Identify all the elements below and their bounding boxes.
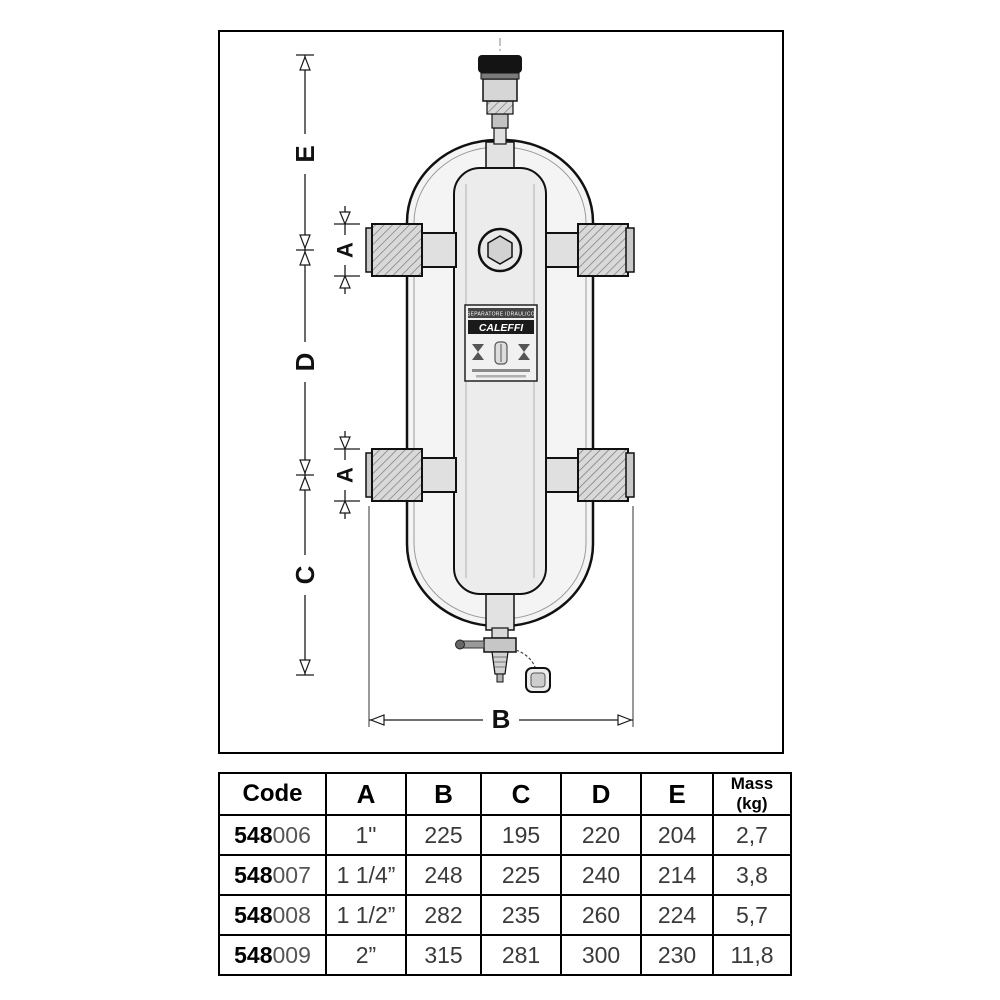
hex-plug <box>477 227 523 273</box>
code-suffix: 009 <box>272 941 311 968</box>
header-mass: Mass (kg) <box>712 772 792 816</box>
code-suffix: 008 <box>272 901 311 928</box>
code-prefix: 548 <box>234 901 273 928</box>
cell-e: 224 <box>640 894 714 936</box>
code-prefix: 548 <box>234 941 273 968</box>
cell-e: 230 <box>640 934 714 976</box>
dimensions-table-wrap: Code A B C D E Mass (kg) 548006 1" 225 1… <box>218 772 792 976</box>
drain-valve <box>455 627 551 693</box>
cell-d: 240 <box>560 854 642 896</box>
connection-bottom-right <box>545 448 635 502</box>
cell-code: 548006 <box>218 814 327 856</box>
code-suffix: 006 <box>272 821 311 848</box>
cell-c: 235 <box>480 894 562 936</box>
air-vent <box>478 55 522 145</box>
dim-label-e: E <box>290 145 320 162</box>
cell-mass: 2,7 <box>712 814 792 856</box>
code-prefix: 548 <box>234 821 273 848</box>
cell-a: 2” <box>325 934 407 976</box>
cell-d: 300 <box>560 934 642 976</box>
separator-drawing: SEPARATORE IDRAULICO CALEFFI <box>290 38 635 734</box>
header-b: B <box>405 772 482 816</box>
cell-mass: 11,8 <box>712 934 792 976</box>
code-prefix: 548 <box>234 861 273 888</box>
cell-c: 195 <box>480 814 562 856</box>
header-a: A <box>325 772 407 816</box>
dimensions-table: Code A B C D E Mass (kg) 548006 1" 225 1… <box>218 772 792 976</box>
technical-drawing-box: SEPARATORE IDRAULICO CALEFFI <box>218 30 784 754</box>
cell-b: 225 <box>405 814 482 856</box>
cell-b: 282 <box>405 894 482 936</box>
cell-c: 225 <box>480 854 562 896</box>
table-row-548008: 548008 1 1/2” 282 235 260 224 5,7 <box>218 894 792 936</box>
cell-mass: 3,8 <box>712 854 792 896</box>
cell-d: 220 <box>560 814 642 856</box>
connection-bottom-left <box>365 448 457 502</box>
table-row-548007: 548007 1 1/4” 248 225 240 214 3,8 <box>218 854 792 896</box>
cell-code: 548007 <box>218 854 327 896</box>
dim-label-b: B <box>492 704 511 734</box>
b-extension-lines <box>368 506 634 727</box>
cell-e: 204 <box>640 814 714 856</box>
dimension-edc: E D C <box>290 54 320 676</box>
table-header-row: Code A B C D E Mass (kg) <box>218 772 792 816</box>
dim-label-c: C <box>290 565 320 584</box>
cell-b: 315 <box>405 934 482 976</box>
plate-title: SEPARATORE IDRAULICO <box>467 312 535 318</box>
connection-top-left <box>365 223 457 277</box>
header-c: C <box>480 772 562 816</box>
label-plate: SEPARATORE IDRAULICO CALEFFI <box>464 304 538 382</box>
cell-a: 1 1/2” <box>325 894 407 936</box>
cell-code: 548008 <box>218 894 327 936</box>
cell-a: 1" <box>325 814 407 856</box>
cell-a: 1 1/4” <box>325 854 407 896</box>
cell-code: 548009 <box>218 934 327 976</box>
header-e: E <box>640 772 714 816</box>
dim-label-d: D <box>290 353 320 372</box>
dim-label-a-bottom: A <box>333 467 358 483</box>
connection-top-right <box>545 223 635 277</box>
code-suffix: 007 <box>272 861 311 888</box>
cell-e: 214 <box>640 854 714 896</box>
cell-mass: 5,7 <box>712 894 792 936</box>
dimension-a-bottom: A <box>332 431 360 519</box>
table-row-548009: 548009 2” 315 281 300 230 11,8 <box>218 934 792 976</box>
table-row-548006: 548006 1" 225 195 220 204 2,7 <box>218 814 792 856</box>
cell-b: 248 <box>405 854 482 896</box>
dim-label-a-top: A <box>333 242 358 258</box>
dimension-a-top: A <box>332 206 360 294</box>
header-code: Code <box>218 772 327 816</box>
cell-c: 281 <box>480 934 562 976</box>
cell-d: 260 <box>560 894 642 936</box>
plate-brand: CALEFFI <box>479 322 524 334</box>
dimension-b: B <box>369 704 633 734</box>
header-d: D <box>560 772 642 816</box>
